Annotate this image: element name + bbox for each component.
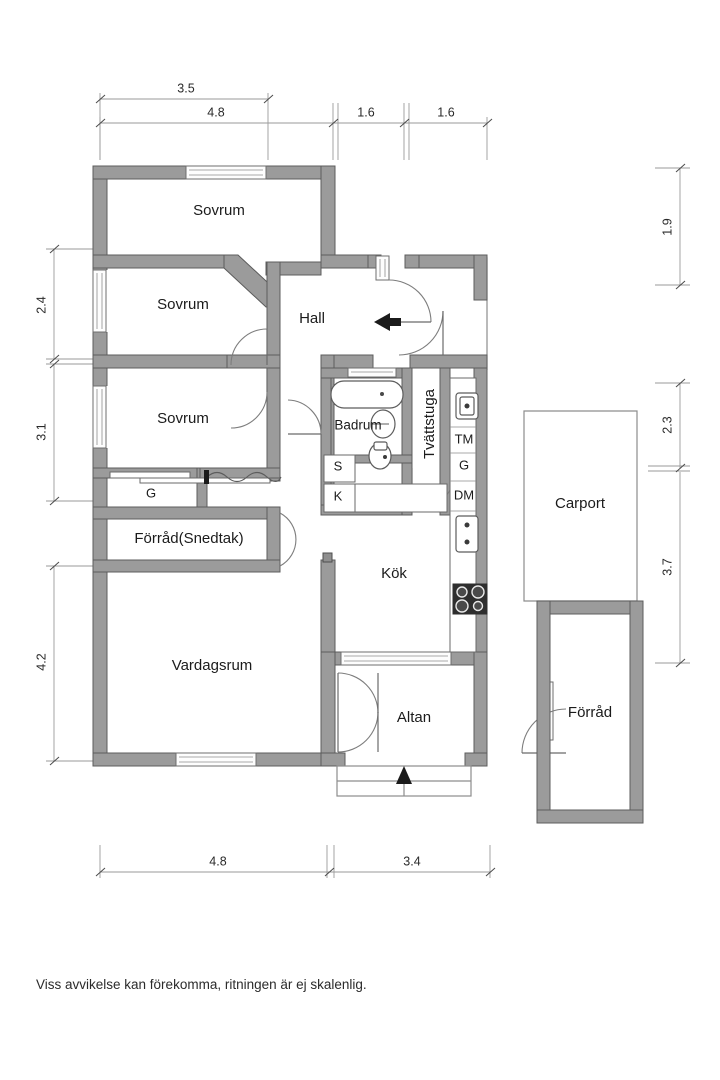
dimension-label: 2.4 — [34, 296, 48, 313]
windows — [91, 164, 554, 768]
terrace-step-arrow — [396, 766, 412, 784]
dimensions-top: 3.5 4.8 1.6 1.6 — [95, 81, 493, 160]
house-walls — [92, 165, 488, 767]
room-label-altan: Altan — [397, 709, 431, 726]
room-label-tvattstuga: Tvättstuga — [421, 388, 438, 459]
dimensions-left: 2.4 3.1 4.2 — [34, 244, 96, 766]
room-label-forrad-snedtak: Förråd(Snedtak) — [134, 530, 243, 547]
room-label-kok: Kök — [381, 565, 407, 582]
dimension-label: 1.6 — [437, 105, 454, 119]
closet-label-g-left: G — [146, 485, 156, 500]
room-label-vardagsrum: Vardagsrum — [172, 657, 253, 674]
dimension-label: 2.3 — [660, 416, 674, 433]
appliance-label-dm: DM — [454, 487, 474, 502]
outbuilding-walls — [536, 600, 644, 824]
closet-label-s: S — [334, 458, 343, 473]
dimension-label: 4.8 — [209, 854, 226, 868]
entrance-direction-arrow — [374, 313, 401, 331]
dimension-label: 3.5 — [177, 81, 194, 95]
doors — [230, 279, 567, 754]
dimension-label: 4.2 — [34, 653, 48, 670]
room-label-sovrum-3: Sovrum — [157, 410, 209, 427]
dimension-label: 3.7 — [660, 558, 674, 575]
dimensions-bottom: 4.8 3.4 — [95, 845, 496, 878]
dimension-label: 1.9 — [660, 218, 674, 235]
plan-caption: Viss avvikelse kan förekomma, ritningen … — [36, 977, 367, 992]
bathroom-fixtures — [330, 380, 404, 470]
closet-label-k: K — [334, 488, 343, 503]
room-labels: Sovrum Sovrum Sovrum Hall Badrum Tvättst… — [134, 202, 612, 726]
dimensions-right: 1.9 2.3 3.7 — [648, 163, 690, 668]
dimension-label: 1.6 — [357, 105, 374, 119]
dimension-label: 3.4 — [403, 854, 420, 868]
dimension-label: 4.8 — [207, 105, 224, 119]
wardrobe-details — [109, 470, 282, 484]
closet-labels: G S K TM G DM — [146, 431, 474, 503]
room-label-sovrum-1: Sovrum — [193, 202, 245, 219]
room-label-forrad: Förråd — [568, 704, 612, 721]
room-label-carport: Carport — [555, 495, 606, 512]
room-label-badrum: Badrum — [334, 418, 381, 433]
room-label-hall: Hall — [299, 310, 325, 327]
appliance-label-tm: TM — [455, 431, 474, 446]
appliance-label-g: G — [459, 457, 469, 472]
dimension-label: 3.1 — [34, 423, 48, 440]
room-label-sovrum-2: Sovrum — [157, 296, 209, 313]
kitchen-fixtures — [322, 377, 488, 653]
terrace-steps — [336, 765, 472, 797]
